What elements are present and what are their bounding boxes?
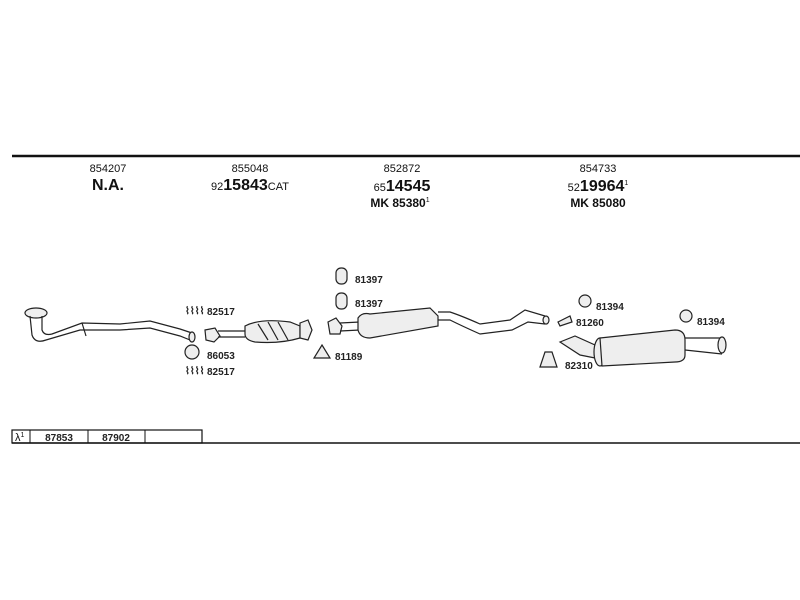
part-prefix: 92: [211, 181, 223, 193]
clamp-spring-1: ⌇⌇⌇⌇ 82517: [185, 305, 235, 318]
front-pipe: [24, 307, 196, 343]
mk-footnote: 1: [426, 197, 430, 204]
spring-icon: ⌇⌇⌇⌇: [185, 305, 205, 317]
ref-number: 854207: [90, 163, 127, 175]
part-label: 81394: [697, 317, 725, 328]
spring-icon: ⌇⌇⌇⌇: [185, 365, 205, 377]
gasket-icon: [184, 344, 200, 360]
ref-number: 855048: [232, 163, 269, 175]
lambda-cell: 87902: [102, 433, 130, 444]
ref-number: 852872: [384, 163, 421, 175]
bracket-icon: [557, 315, 573, 327]
rubber-mount-4: 81394: [679, 309, 725, 328]
rubber-mount-3: 81394: [578, 294, 624, 313]
u-clamp-icon: [539, 351, 558, 368]
rear-silencer: [558, 329, 727, 367]
part-prefix: 65: [374, 182, 386, 194]
column-header-2: 855048 9215843CAT: [211, 163, 289, 194]
lambda-cell: 87853: [45, 433, 73, 444]
svg-text:52199641: 52199641: [568, 178, 629, 195]
mk-number: MK 85080: [570, 196, 626, 210]
rubber-mount-2: 81397: [335, 292, 383, 310]
rubber-mount-icon: [335, 292, 348, 310]
lambda-symbol: λ: [15, 432, 21, 444]
lambda-footnote: 1: [21, 432, 25, 439]
u-clamp: 82310: [539, 351, 593, 372]
svg-text:λ1: λ1: [15, 432, 25, 444]
svg-text:9215843CAT: 9215843CAT: [211, 177, 289, 194]
svg-text:MK 853801: MK 853801: [370, 196, 429, 210]
catalytic-converter: [204, 319, 313, 344]
part-label: 81397: [355, 299, 383, 310]
rubber-mount-icon: [335, 267, 348, 285]
part-footnote: 1: [624, 180, 628, 187]
column-header-4: 854733 52199641 MK 85080: [568, 163, 629, 210]
part-label: 81397: [355, 275, 383, 286]
part-number: N.A.: [92, 177, 124, 194]
column-header-3: 852872 6514545 MK 853801: [370, 163, 430, 210]
part-suffix: CAT: [268, 181, 289, 193]
rubber-mount-1: 81397: [335, 267, 383, 286]
part-number: 19964: [580, 178, 625, 195]
ref-number: 854733: [580, 163, 617, 175]
rubber-mount-icon: [578, 294, 592, 308]
clamp-bracket: 81260: [557, 315, 604, 329]
gasket-icon: [312, 343, 332, 359]
part-label: 82310: [565, 361, 593, 372]
lambda-sensor-table: λ1 87853 87902: [11, 429, 800, 444]
part-number: 14545: [386, 178, 431, 195]
part-label: 82517: [207, 307, 235, 318]
gasket-ring: 86053: [184, 344, 235, 362]
part-label: 81260: [576, 318, 604, 329]
part-prefix: 52: [568, 182, 580, 194]
column-header-1: 854207 N.A.: [90, 163, 127, 194]
svg-text:6514545: 6514545: [374, 178, 431, 195]
mk-number: MK 85380: [370, 196, 426, 210]
gasket-triangle: 81189: [312, 343, 363, 363]
part-label: 81189: [335, 352, 363, 363]
part-label: 86053: [207, 351, 235, 362]
rubber-mount-icon: [679, 309, 693, 323]
part-label: 81394: [596, 302, 624, 313]
clamp-spring-2: ⌇⌇⌇⌇ 82517: [185, 365, 235, 378]
middle-silencer: [327, 307, 550, 339]
part-label: 82517: [207, 367, 235, 378]
part-number: 15843: [223, 177, 268, 194]
